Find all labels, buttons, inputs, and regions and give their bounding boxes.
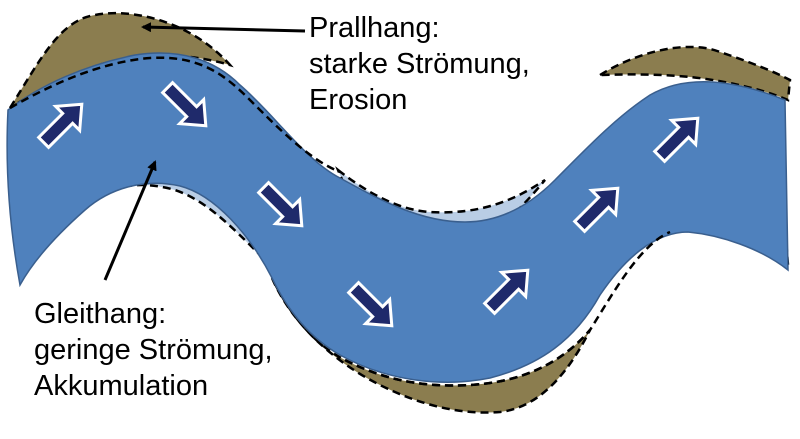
flow-direction-arrow-icon-3 — [256, 180, 304, 228]
flow-direction-arrow-icon-5 — [482, 268, 530, 316]
prallhang-line1: starke Strömung, — [309, 48, 530, 80]
prallhang-line2: Erosion — [309, 84, 408, 116]
gleithang-line1: geringe Strömung, — [34, 334, 273, 366]
label-gleithang: Gleithang: geringe Strömung, Akkumulatio… — [34, 296, 273, 404]
gleithang-line2: Akkumulation — [34, 370, 209, 402]
flow-direction-arrow-icon-7 — [652, 116, 700, 164]
river-channel — [6, 52, 789, 383]
pointer-arrow-icon-prallhang — [141, 22, 306, 33]
gleithang-title: Gleithang: — [34, 298, 167, 330]
flow-direction-arrow-icon-2 — [160, 80, 208, 128]
bank-outline-upper — [9, 56, 341, 174]
pointer-arrow-icon-gleithang — [103, 160, 157, 281]
bank-outline-lower — [344, 230, 671, 387]
erosion-zone-top-right — [595, 45, 792, 102]
flow-direction-arrow-icon-4 — [346, 280, 394, 328]
erosion-zone-top-left — [8, 11, 234, 110]
flow-arrows — [36, 80, 700, 328]
prallhang-title: Prallhang: — [309, 12, 440, 44]
flow-direction-arrow-icon-6 — [572, 186, 620, 234]
flow-direction-arrow-icon-1 — [36, 102, 84, 150]
label-prallhang: Prallhang: starke Strömung, Erosion — [309, 10, 530, 118]
